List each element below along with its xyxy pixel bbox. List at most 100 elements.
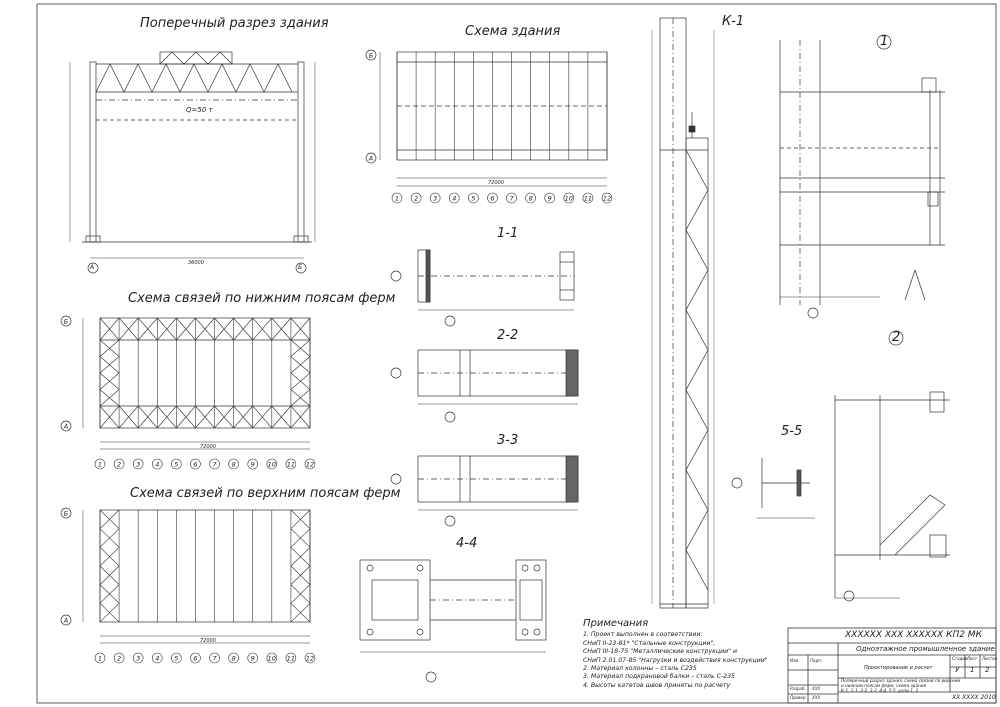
axis-marker-circle: [132, 652, 144, 664]
bottom-total-length-dim: 72000: [200, 444, 216, 450]
axis-marker-label: 11: [287, 461, 295, 469]
title-column: К-1: [722, 14, 745, 29]
axis-marker-circle: [94, 652, 106, 664]
axis-marker-circle: [190, 652, 201, 664]
bracing-diagonal: [290, 603, 311, 623]
bracing-diagonal: [99, 584, 120, 604]
axis-marker-circle: [266, 458, 278, 470]
axis-marker-label: 1: [98, 655, 102, 663]
axis-marker-circle: [190, 458, 201, 470]
title-building-scheme: Схема здания: [465, 24, 561, 39]
bracing-diagonal: [290, 339, 311, 357]
axis-marker-circle: [285, 652, 297, 664]
bracing-diagonal: [99, 547, 120, 567]
bracing-diagonal: [176, 405, 196, 429]
node-2: [834, 330, 950, 602]
bracing-diagonal: [271, 317, 292, 341]
axis-marker-circle: [171, 652, 182, 664]
bracing-diagonal: [99, 372, 120, 390]
bracing-diagonal: [290, 565, 311, 585]
axis-marker-circle: [151, 652, 163, 664]
axis-marker-circle: [391, 192, 403, 204]
stamp-sheet: 1: [970, 666, 975, 674]
bracing-diagonal: [214, 405, 234, 429]
axis-marker-label: 5: [174, 655, 178, 663]
notes-block: Примечания 1. Проект выполнен в соответс…: [583, 618, 768, 690]
section-4-4-title: 4-4: [456, 536, 478, 551]
notes-title: Примечания: [583, 618, 649, 629]
top-bracing-members: [99, 509, 311, 623]
bracing-diagonal: [271, 405, 292, 429]
axis-marker-label: 7: [212, 461, 217, 469]
axis-marker-circle: [266, 652, 278, 664]
axis-marker-circle: [487, 192, 498, 204]
stamp-role-checker: Провер.: [790, 695, 807, 700]
stamp-content-line: К-1, 1-1, 2-2, 3-3, 4-4, 5-5, узлы 1, 2: [841, 687, 919, 693]
axis-letter-label: А: [368, 155, 373, 163]
axis-a-cross: А: [90, 264, 95, 271]
bracing-diagonal: [290, 405, 311, 429]
stamp-code: ХХХХХХ ХХХ ХХХХХХ КП2 МК: [845, 630, 982, 640]
axis-marker-circle: [94, 458, 106, 470]
axis-marker-label: 6: [490, 195, 494, 203]
section-4-4: [359, 559, 547, 683]
axis-marker-circle: [285, 458, 297, 470]
axis-marker-label: 5: [471, 195, 475, 203]
note-line: 3. Материал подкрановой балки – сталь С-…: [583, 673, 735, 681]
section-2-2: [390, 349, 579, 423]
bracing-diagonal: [290, 547, 311, 567]
bracing-diagonal: [99, 389, 120, 407]
stamp-name-developer: ХХХ: [812, 686, 821, 691]
axis-marker-label: 11: [287, 655, 295, 663]
bracing-diagonal: [99, 339, 120, 357]
axis-marker-label: 6: [193, 655, 197, 663]
stamp-project: Одноэтажное промышленное здание: [856, 645, 995, 653]
axis-b-cross: Б: [298, 264, 303, 271]
axis-marker-circle: [228, 458, 239, 470]
section-5-5: [731, 458, 815, 519]
note-line: СНиП 2.01.07-85 "Нагрузки и воздействия …: [583, 656, 768, 664]
axis-letter-label: Б: [369, 52, 374, 60]
axis-marker-circle: [506, 192, 517, 204]
axis-marker-label: 9: [548, 195, 552, 203]
bracing-diagonal: [99, 528, 120, 548]
stamp-content: Поперечный разрез здания, схема связей п…: [841, 678, 960, 693]
axis-marker-label: 4: [452, 195, 456, 203]
axis-marker-label: 5: [174, 461, 178, 469]
axis-letter-label: Б: [64, 510, 69, 518]
axis-marker-label: 2: [117, 461, 121, 469]
axis-marker-circle: [544, 192, 556, 204]
bracing-diagonal: [233, 405, 253, 429]
axis-marker-label: 3: [136, 655, 140, 663]
bracing-diagonal: [99, 317, 120, 341]
bracing-diagonal: [118, 317, 139, 341]
axis-marker-label: 7: [212, 655, 217, 663]
axis-marker-circle: [113, 458, 125, 470]
span-dimension: 36000: [188, 260, 204, 266]
axis-marker-label: 1: [395, 195, 399, 203]
bracing-diagonal: [214, 317, 234, 341]
axis-marker-circle: [429, 192, 441, 204]
axis-marker-label: 12: [603, 195, 611, 203]
axis-marker-label: 3: [136, 461, 140, 469]
section-2-2-title: 2-2: [497, 328, 519, 343]
axis-letter-label: Б: [64, 318, 69, 326]
bracing-diagonal: [290, 372, 311, 390]
bracing-diagonal: [195, 317, 215, 341]
stamp-sheets: 2: [985, 666, 990, 674]
axis-marker-label: 3: [433, 195, 437, 203]
bracing-diagonal: [118, 405, 139, 429]
title-cross-section: Поперечный разрез здания: [140, 16, 329, 31]
section-1-1-title: 1-1: [497, 226, 519, 241]
top-total-length-dim: 72000: [200, 638, 216, 644]
bracing-diagonal: [290, 317, 311, 341]
stamp-name-checker: ХХХ: [812, 695, 821, 700]
node-1-label: 1: [880, 34, 889, 49]
axis-marker-circle: [171, 458, 182, 470]
note-line: 2. Материал колонны – сталь С235: [583, 665, 697, 673]
axis-marker-label: 10: [565, 195, 573, 203]
bracing-diagonal: [290, 356, 311, 374]
axis-marker-label: 6: [193, 461, 197, 469]
